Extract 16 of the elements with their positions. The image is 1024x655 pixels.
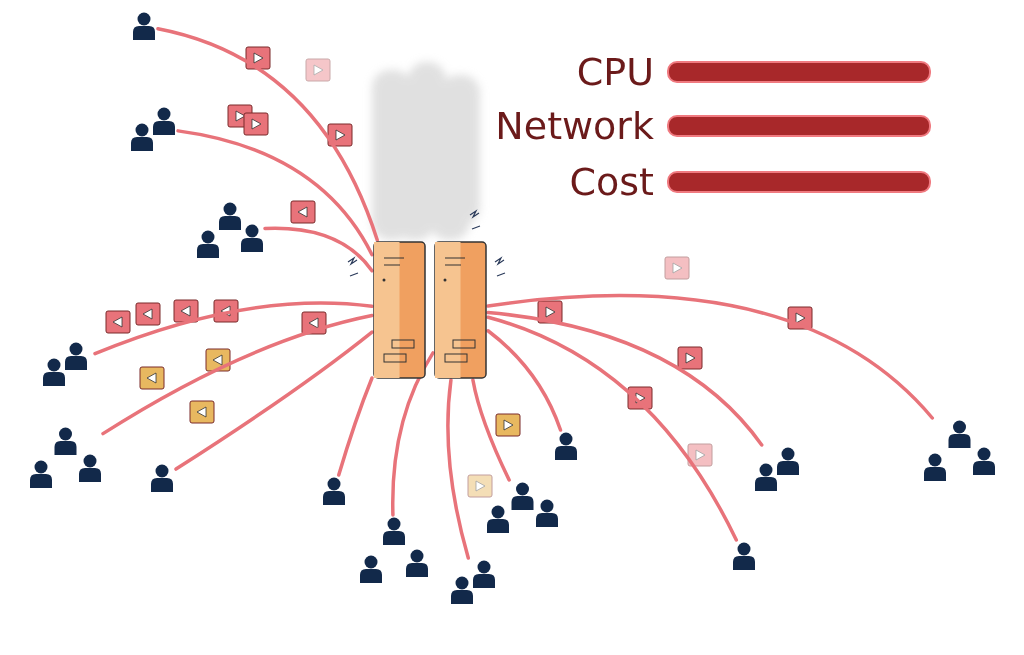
- connection-line: [471, 378, 511, 482]
- connection-line: [446, 378, 471, 560]
- connection-line: [263, 226, 374, 273]
- connection-line: [101, 313, 374, 436]
- connection-line: [486, 310, 764, 447]
- connection-line: [486, 293, 935, 420]
- connection-line: [391, 351, 435, 517]
- metric-label: Network: [495, 104, 654, 148]
- connection-line: [486, 315, 739, 542]
- connection-line: [176, 129, 374, 257]
- connection-line: [174, 330, 374, 471]
- metric-label: CPU: [576, 50, 654, 94]
- connection-line: [337, 376, 374, 477]
- connection-line: [486, 329, 563, 432]
- connection-line: [93, 301, 374, 356]
- metric-label: Cost: [569, 160, 654, 204]
